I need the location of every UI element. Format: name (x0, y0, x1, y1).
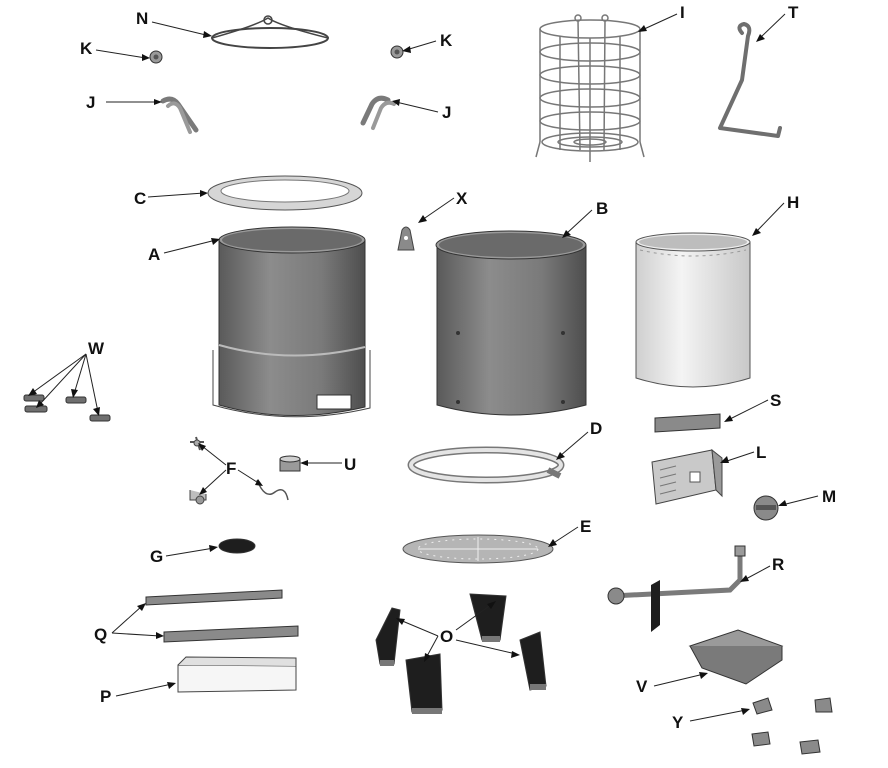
part-r-gas-pipe-valve (607, 545, 746, 632)
part-h-inner-pot (635, 232, 751, 388)
label-p: P (100, 687, 111, 706)
part-f-thermometer-probe (189, 436, 289, 505)
label-r: R (772, 555, 784, 574)
label-i: I (680, 3, 685, 22)
label-y: Y (672, 713, 684, 732)
label-f: F (226, 459, 236, 478)
part-d-ring-burner (407, 446, 565, 484)
label-v: V (636, 677, 648, 696)
part-n-wire-lid-rack (211, 15, 329, 49)
label-t: T (788, 3, 799, 22)
part-s-plate (654, 413, 721, 433)
label-w: W (88, 339, 105, 358)
part-v-pan (688, 629, 784, 685)
part-e-perforated-plate (402, 534, 554, 564)
part-g-disk (218, 538, 256, 554)
label-a: A (148, 245, 160, 264)
part-k-knob-right (390, 45, 404, 59)
part-m-control-knob (753, 495, 779, 521)
part-p-drip-tray (177, 656, 297, 693)
label-e: E (580, 517, 591, 536)
label-u: U (344, 455, 356, 474)
label-k-right: K (440, 31, 453, 50)
label-d: D (590, 419, 602, 438)
part-j-handle-left (160, 96, 199, 134)
part-c-top-ring (207, 175, 363, 211)
label-j-left: J (86, 93, 95, 112)
part-o-legs (375, 593, 547, 714)
part-u-cap (279, 455, 301, 472)
label-s: S (770, 391, 781, 410)
part-b-middle-shell (435, 230, 587, 416)
part-i-wire-basket (535, 14, 645, 162)
label-g: G (150, 547, 163, 566)
part-k-knob-left (149, 50, 163, 64)
label-b: B (596, 199, 608, 218)
part-y-clips (751, 697, 833, 755)
label-o: O (440, 627, 453, 646)
part-q-rails (145, 589, 299, 643)
part-t-hanger-hook (718, 22, 782, 138)
part-a-outer-shell (212, 226, 371, 418)
label-q: Q (94, 625, 107, 644)
part-j-handle-right (360, 95, 396, 130)
part-labels: N K K J J I T C X A B H W S D U F L M G … (80, 3, 836, 732)
part-l-control-box (651, 448, 723, 505)
label-n: N (136, 9, 148, 28)
label-j-right: J (442, 103, 451, 122)
label-m: M (822, 487, 836, 506)
part-x-bracket (397, 226, 415, 251)
label-x: X (456, 189, 468, 208)
part-w-feet (23, 394, 111, 422)
leader-lines (28, 13, 819, 722)
label-k-left: K (80, 39, 93, 58)
label-h: H (787, 193, 799, 212)
label-c: C (134, 189, 146, 208)
label-l: L (756, 443, 766, 462)
